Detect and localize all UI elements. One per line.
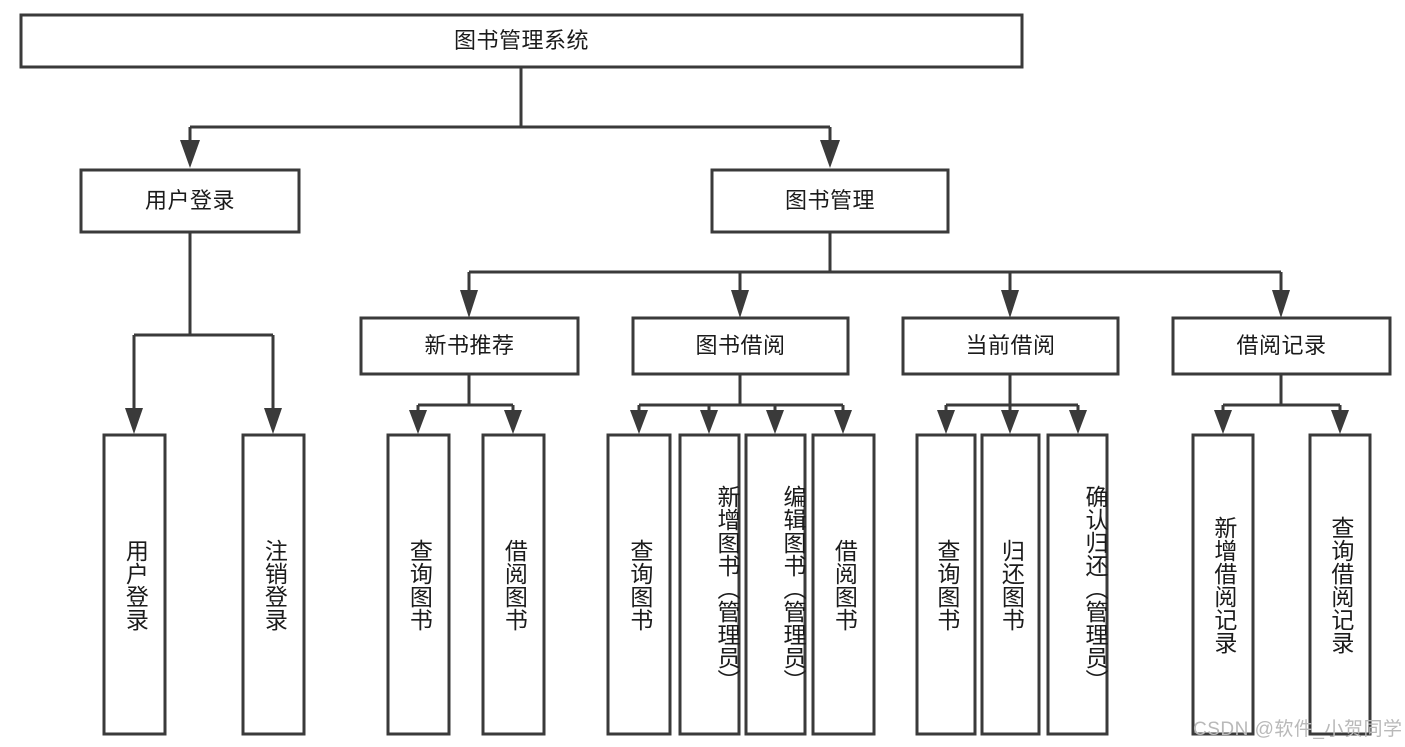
- node-box-user-login[interactable]: [79, 168, 301, 234]
- node-box-leaf-query-book-3[interactable]: [915, 433, 977, 736]
- node-box-leaf-add-book[interactable]: [678, 433, 741, 736]
- node-box-leaf-logout[interactable]: [241, 433, 306, 736]
- arrow-head-leaf-add-book: [700, 410, 718, 434]
- node-box-leaf-user-login[interactable]: [102, 433, 167, 736]
- arrow-head-new-book-rec: [460, 290, 478, 318]
- connector-group-root: [180, 67, 840, 168]
- arrow-head-leaf-logout: [264, 408, 282, 434]
- node-box-book-borrow[interactable]: [631, 316, 850, 376]
- arrow-head-leaf-borrow-book-1: [504, 410, 522, 434]
- node-box-leaf-query-record[interactable]: [1308, 433, 1372, 736]
- connector-group-current-borrow: [937, 374, 1087, 434]
- arrow-head-leaf-query-book-1: [409, 410, 427, 434]
- arrow-head-user-login: [180, 140, 200, 168]
- arrow-head-leaf-return-book: [1001, 410, 1019, 434]
- arrow-head-leaf-borrow-book-2: [834, 410, 852, 434]
- node-box-leaf-query-book-2[interactable]: [606, 433, 672, 736]
- node-box-root[interactable]: [19, 13, 1024, 69]
- arrow-head-book-manage: [820, 140, 840, 168]
- arrow-head-leaf-query-record: [1331, 410, 1349, 434]
- arrow-head-current-borrow: [1001, 290, 1019, 318]
- connector-group-book-manage: [460, 232, 1290, 318]
- node-box-new-book-rec[interactable]: [359, 316, 580, 376]
- node-box-leaf-return-book[interactable]: [980, 433, 1041, 736]
- arrow-head-leaf-query-book-3: [937, 410, 955, 434]
- arrow-head-borrow-record: [1272, 290, 1290, 318]
- arrow-head-leaf-query-book-2: [630, 410, 648, 434]
- arrow-head-leaf-edit-book: [766, 410, 784, 434]
- connector-group-borrow-record: [1214, 374, 1349, 434]
- node-box-leaf-confirm-return[interactable]: [1046, 433, 1109, 736]
- node-box-leaf-add-record[interactable]: [1191, 433, 1255, 736]
- node-box-leaf-query-book-1[interactable]: [386, 433, 451, 736]
- arrow-head-book-borrow: [731, 290, 749, 318]
- arrow-head-leaf-confirm-return: [1069, 410, 1087, 434]
- node-box-leaf-borrow-book-1[interactable]: [481, 433, 546, 736]
- arrow-head-leaf-user-login: [125, 408, 143, 434]
- node-box-leaf-borrow-book-2[interactable]: [811, 433, 876, 736]
- node-box-leaf-edit-book[interactable]: [744, 433, 807, 736]
- arrow-head-leaf-add-record: [1214, 410, 1232, 434]
- node-box-current-borrow[interactable]: [901, 316, 1120, 376]
- node-box-book-manage[interactable]: [710, 168, 950, 234]
- connector-group-book-borrow: [630, 374, 852, 434]
- node-box-borrow-record[interactable]: [1171, 316, 1392, 376]
- connector-group-new-book-rec: [409, 374, 522, 434]
- connector-group-user-login: [125, 232, 282, 434]
